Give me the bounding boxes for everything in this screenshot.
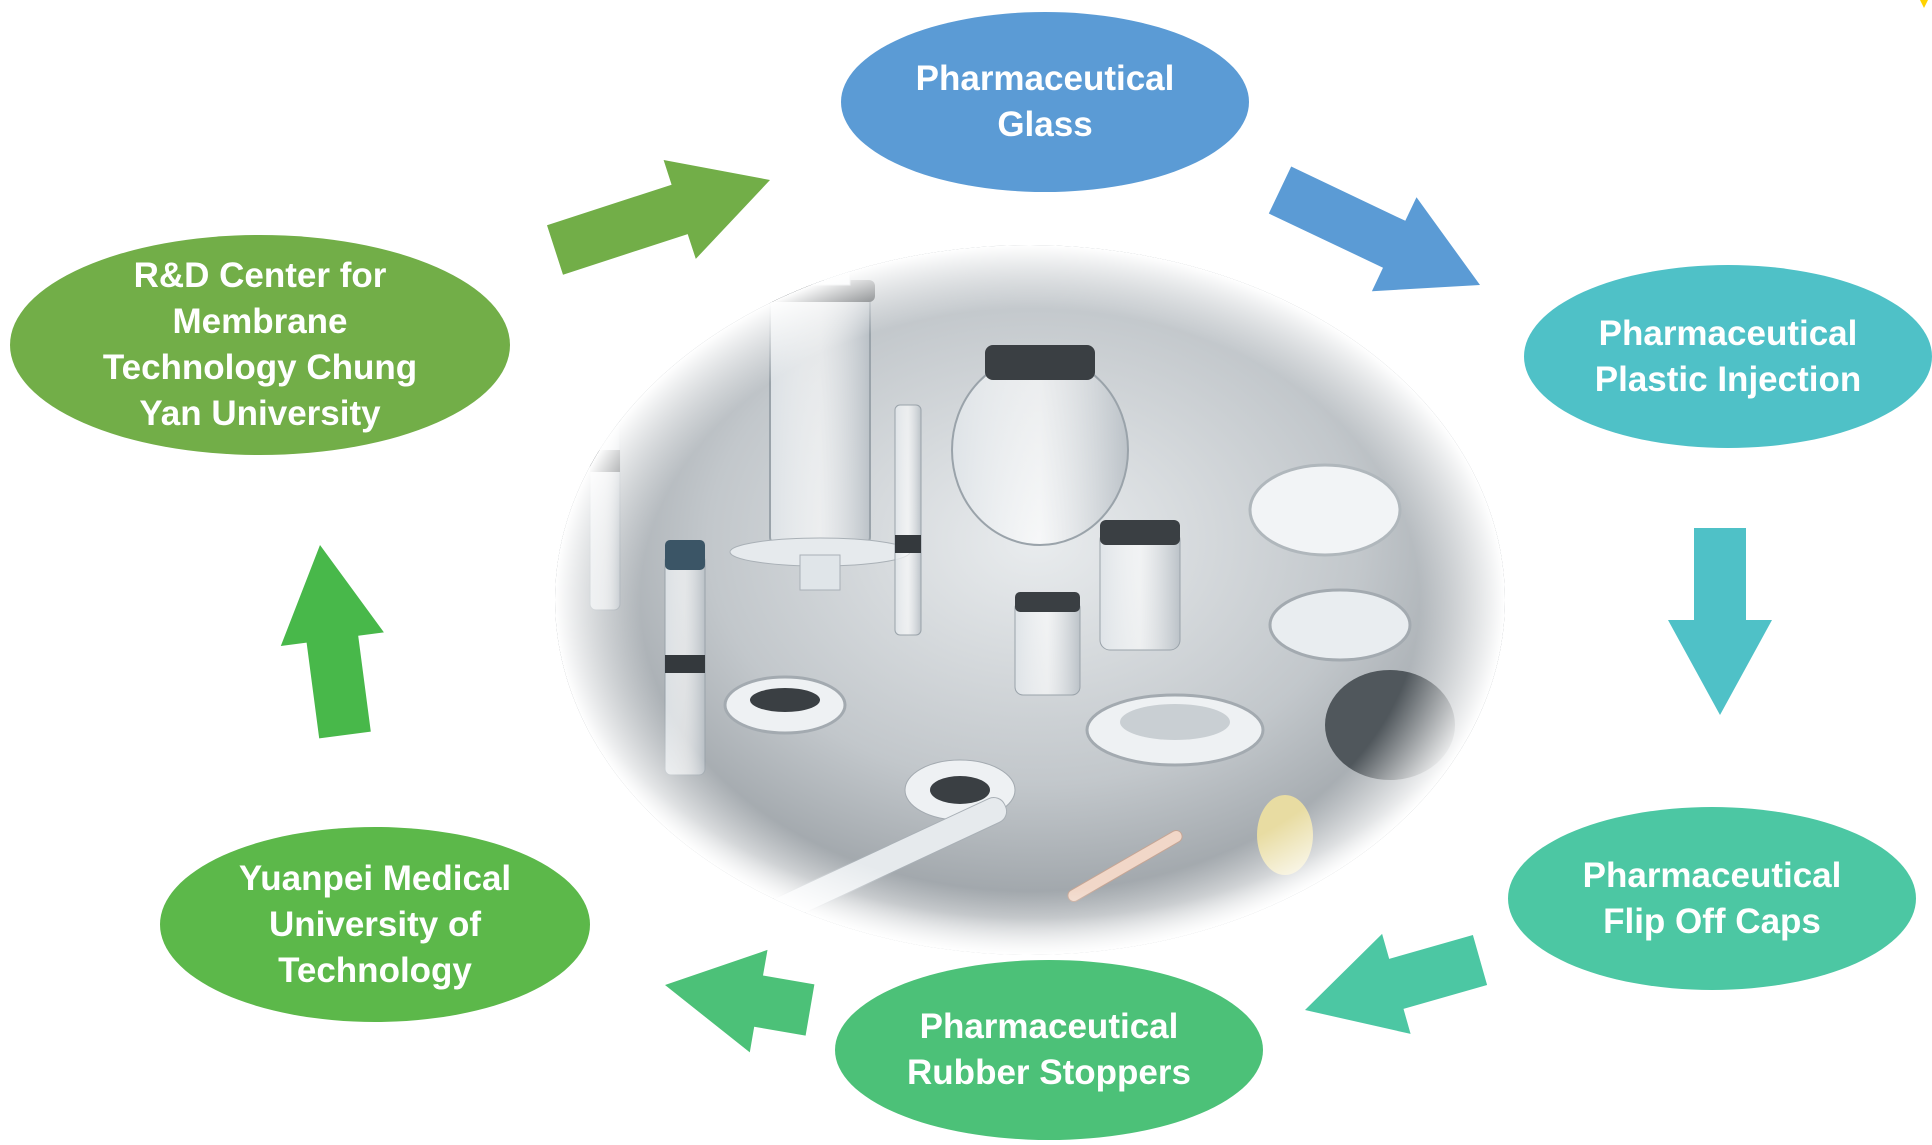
node-label: R&D Center for Membrane Technology Chung… xyxy=(102,256,418,433)
node-label: Pharmaceutical Plastic Injection xyxy=(1594,313,1862,399)
arrow-glass-to-plastic xyxy=(1268,166,1480,292)
node-yuanpei-medical-university[interactable]: Yuanpei Medical University of Technology xyxy=(160,827,590,1022)
node-pharmaceutical-glass[interactable]: Pharmaceutical Glass xyxy=(841,12,1249,192)
arrow-plastic-to-caps xyxy=(1668,528,1772,715)
arrow-caps-to-stoppers xyxy=(1305,933,1488,1034)
arrow-yuanpei-to-membrane xyxy=(280,545,384,739)
node-pharmaceutical-plastic-injection[interactable]: Pharmaceutical Plastic Injection xyxy=(1524,265,1932,448)
arrow-stoppers-to-yuanpei xyxy=(665,949,815,1053)
node-label: Yuanpei Medical University of Technology xyxy=(238,858,512,990)
node-label: Pharmaceutical Rubber Stoppers xyxy=(907,1007,1191,1092)
center-product-photo xyxy=(555,245,1505,955)
node-rd-center-membrane-technology[interactable]: R&D Center for Membrane Technology Chung… xyxy=(10,235,510,455)
arrow-membrane-to-glass xyxy=(547,160,770,275)
corner-decoration xyxy=(1920,0,1928,8)
arrows-layer xyxy=(280,160,1772,1053)
node-pharmaceutical-rubber-stoppers[interactable]: Pharmaceutical Rubber Stoppers xyxy=(835,960,1263,1140)
node-label: Pharmaceutical Flip Off Caps xyxy=(1582,855,1842,941)
node-label: Pharmaceutical Glass xyxy=(915,59,1175,144)
node-pharmaceutical-flip-off-caps[interactable]: Pharmaceutical Flip Off Caps xyxy=(1508,807,1916,990)
